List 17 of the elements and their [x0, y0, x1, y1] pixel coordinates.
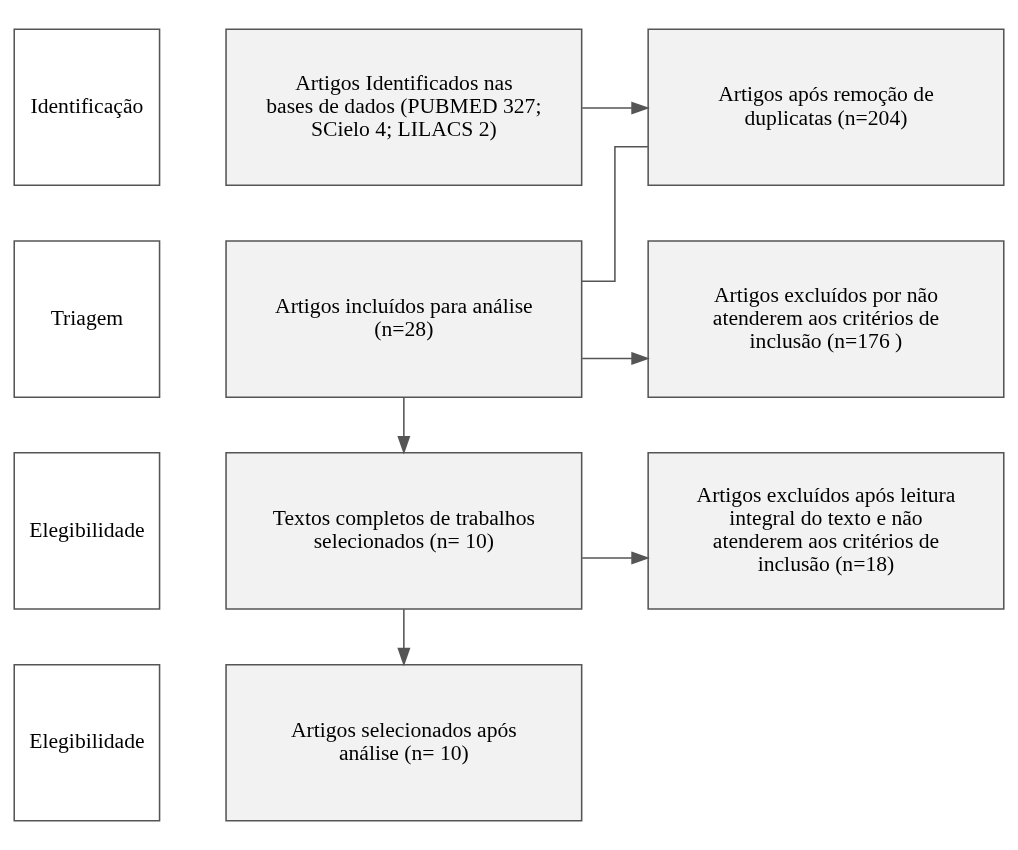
- node-box: Elegibilidade: [13, 663, 161, 822]
- arrow: [397, 396, 411, 455]
- node-box: Textos completos de trabalhos selecionados (n= 10): [225, 452, 583, 610]
- node-box: Artigos excluídos por não atenderem aos critérios de inclusão (n=176 ): [647, 240, 1005, 398]
- arrow: [397, 608, 411, 667]
- node-box: Triagem: [13, 240, 161, 398]
- node-box: Identificação: [13, 28, 161, 187]
- node-box: Artigos após remoção de duplicatas (n=204): [647, 28, 1005, 187]
- arrow: [581, 101, 650, 115]
- arrow: [581, 551, 650, 565]
- node-box: Artigos Identificados nas bases de dados (PUBMED 327; SCielo 4; LILACS 2): [225, 28, 583, 187]
- arrow: [581, 352, 650, 366]
- node-box: Artigos incluídos para análise (n=28): [225, 240, 583, 398]
- node-box: Artigos excluídos após leitura integral do texto e não atenderem aos critérios de inclusão (n=18): [647, 452, 1005, 610]
- connector: [581, 145, 649, 282]
- node-box: Artigos selecionados após análise (n= 10): [225, 663, 583, 822]
- node-box: Elegibilidade: [13, 452, 161, 610]
